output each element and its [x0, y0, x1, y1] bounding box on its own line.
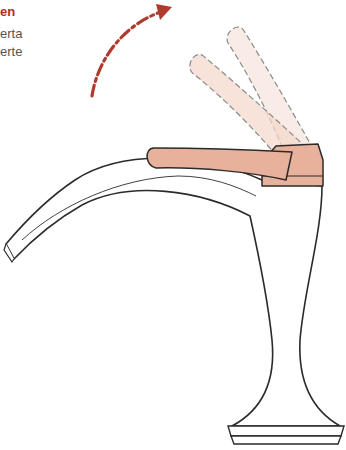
base-plate: [231, 436, 341, 444]
spout-edge: [22, 176, 256, 240]
faucet-body: [6, 158, 340, 426]
heading-label: en: [0, 4, 15, 20]
spout-tip: [4, 244, 14, 262]
state-label: erte: [0, 44, 22, 60]
handle-lever: [147, 148, 292, 180]
state-label: erta: [0, 26, 22, 42]
motion-arrow: [92, 13, 158, 96]
base-plate: [228, 426, 344, 436]
arrow-head: [156, 4, 172, 20]
